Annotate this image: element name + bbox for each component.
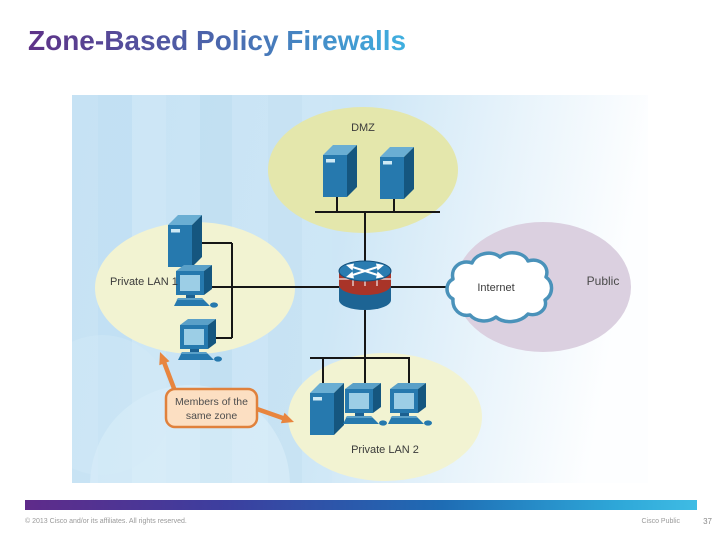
zone-label-private-lan-1: Private LAN 1 <box>110 276 178 288</box>
cloud-icon: Internet <box>445 251 554 324</box>
footer-accent-bar <box>25 500 697 510</box>
callout-arrow-icon <box>159 352 178 394</box>
server-icon <box>323 145 357 197</box>
footer-copyright: © 2013 Cisco and/or its affiliates. All … <box>25 518 187 525</box>
zone-label-public: Public <box>587 274 620 288</box>
network-topology-diagram: Internet DMZ Private LAN 1 Public Privat… <box>72 95 648 483</box>
network-links <box>199 195 457 387</box>
internet-label: Internet <box>477 282 514 294</box>
zone-label-private-lan-2: Private LAN 2 <box>351 444 419 456</box>
page-title: Zone-Based Policy Firewalls <box>28 25 407 56</box>
zone-label-dmz: DMZ <box>351 122 375 134</box>
server-icon <box>380 147 414 199</box>
callout-text-line1: Members of the <box>175 396 248 408</box>
callout-arrow-icon <box>254 406 294 424</box>
callout-text-line2: same zone <box>186 410 238 422</box>
callout-box: Members of the same zone <box>164 387 259 429</box>
footer-page-number: 37 <box>703 517 712 526</box>
zone-dmz <box>268 107 458 233</box>
footer-classification: Cisco Public <box>641 518 680 525</box>
firewall-router-icon <box>338 260 392 310</box>
server-icon <box>168 215 202 267</box>
server-icon <box>310 383 344 435</box>
